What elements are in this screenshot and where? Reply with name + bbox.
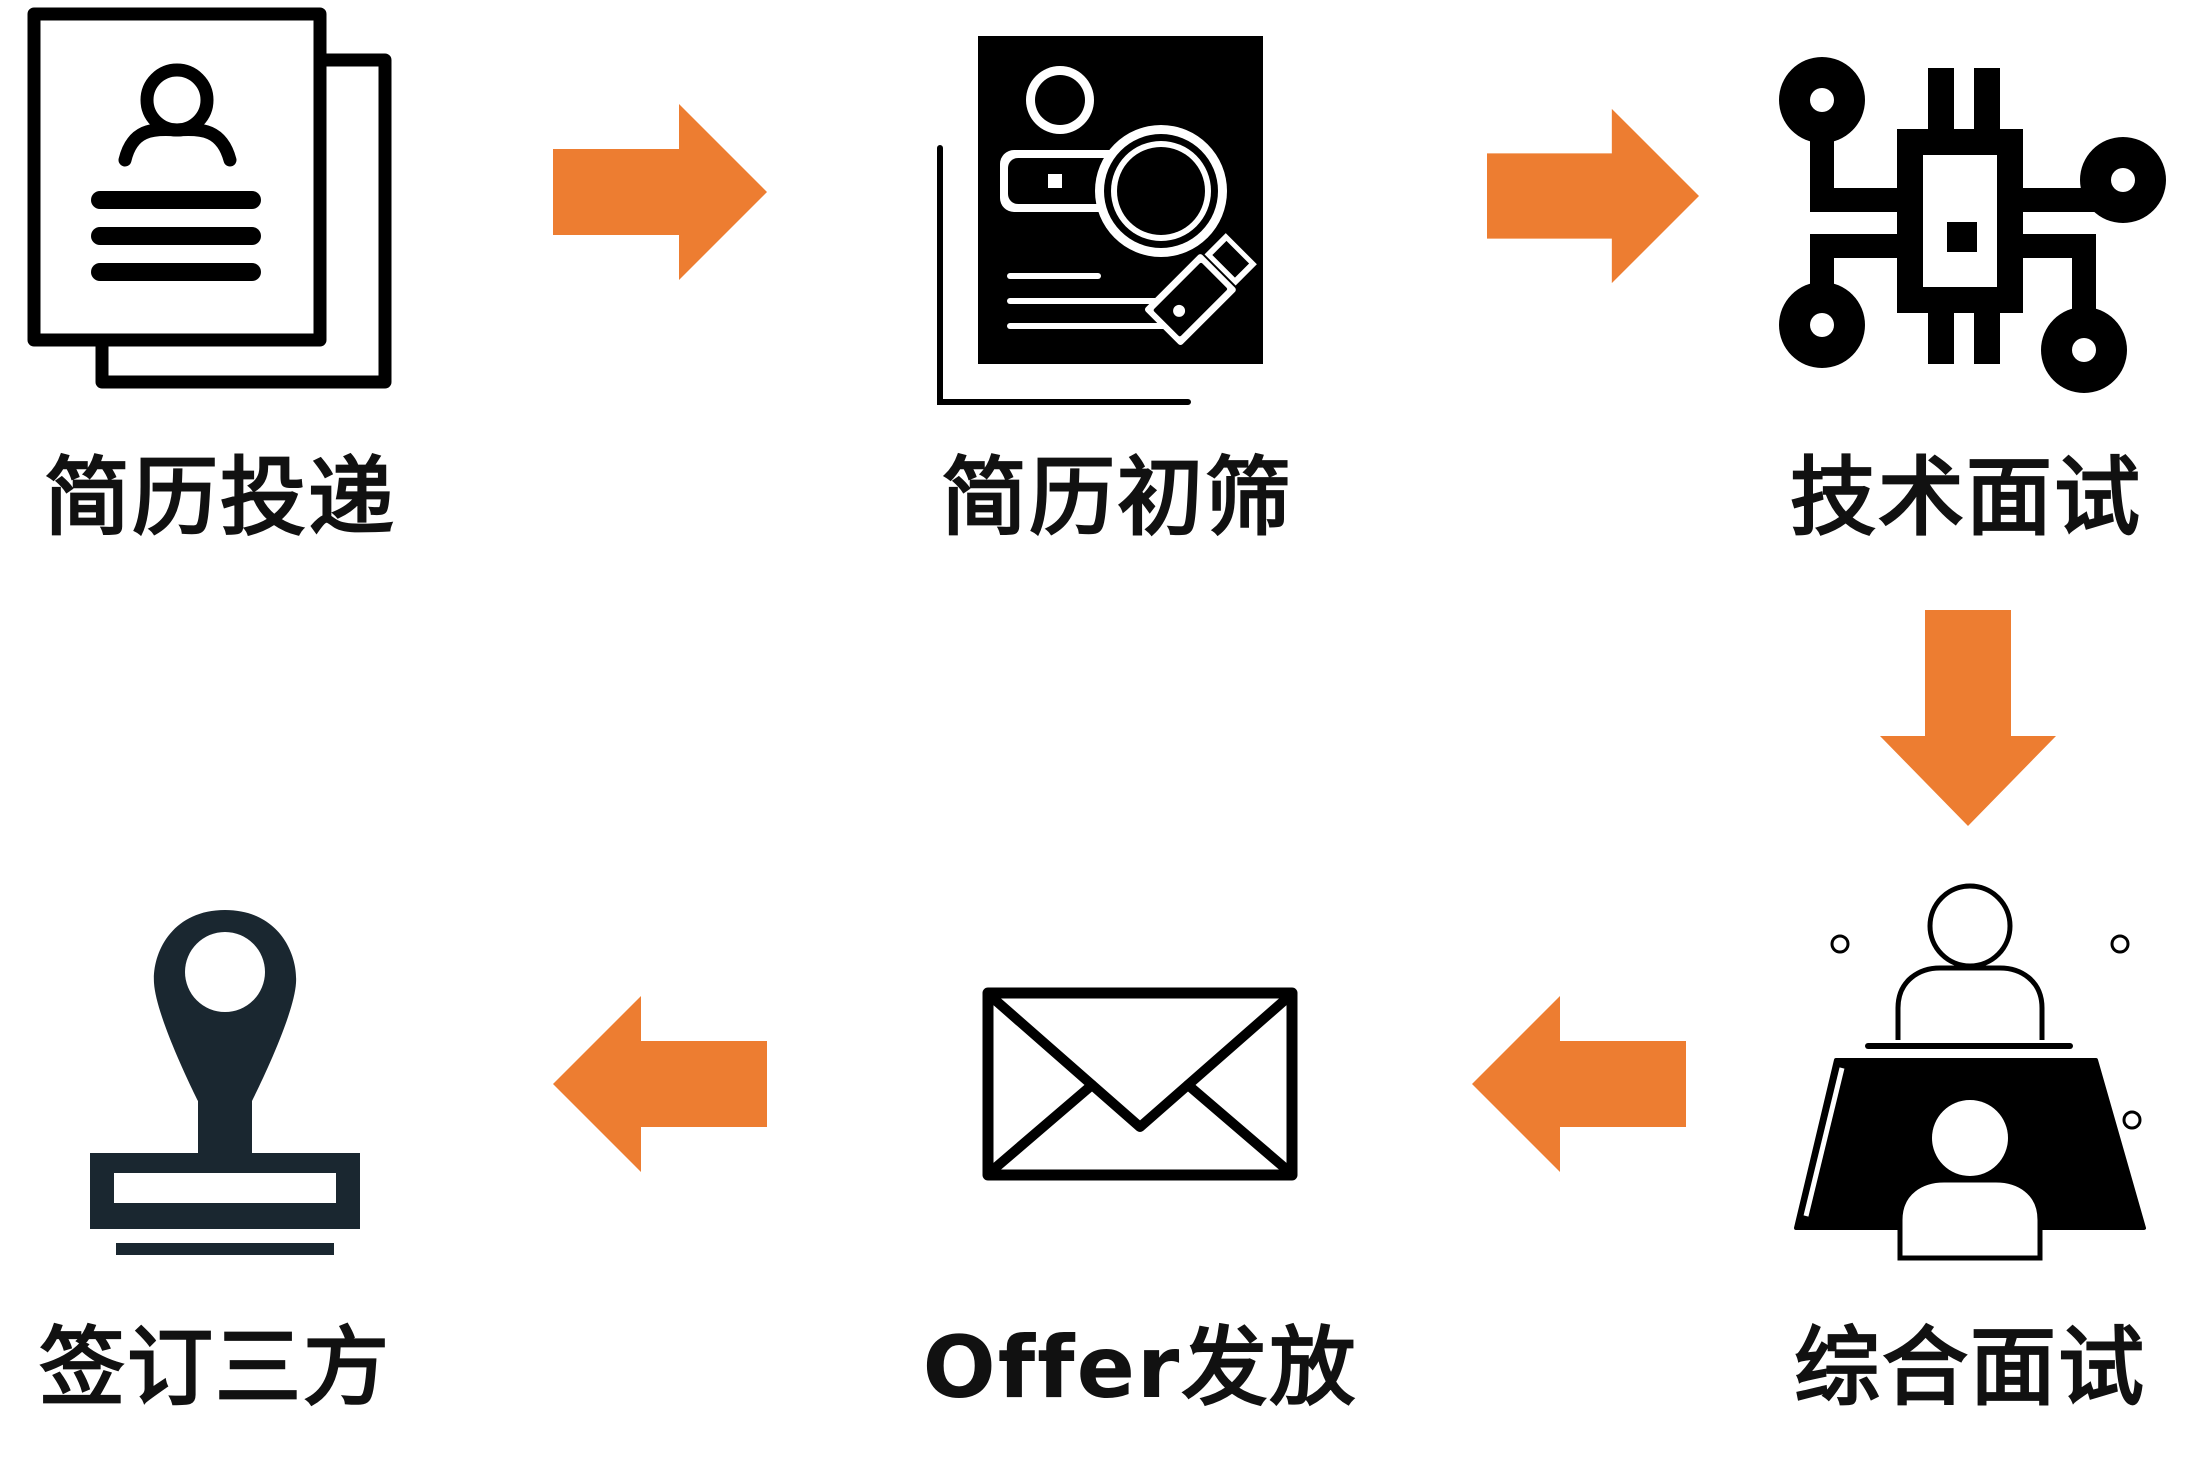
stamp-icon [90, 910, 360, 1255]
step-label-comprehensive-interview: 综合面试 [1794, 1318, 2146, 1418]
arrow-left-2 [553, 996, 767, 1172]
arrow-right-1 [553, 104, 767, 280]
step-label-resume-screening: 简历初筛 [941, 448, 1293, 548]
interview-desk-icon [1794, 883, 2146, 1261]
step-label-resume-submission: 简历投递 [44, 448, 396, 548]
arrow-left-1 [1472, 996, 1686, 1172]
envelope-icon [982, 987, 1298, 1181]
resume-documents-icon [27, 7, 392, 389]
step-label-sign-agreement: 签订三方 [39, 1318, 391, 1418]
circuit-chip-icon [1779, 57, 2166, 393]
arrow-down [1880, 610, 2056, 826]
resume-magnifier-icon [937, 36, 1263, 405]
step-label-offer-issuance: Offer发放 [922, 1318, 1358, 1418]
arrow-right-2 [1487, 108, 1699, 284]
step-label-technical-interview: 技术面试 [1790, 448, 2142, 548]
